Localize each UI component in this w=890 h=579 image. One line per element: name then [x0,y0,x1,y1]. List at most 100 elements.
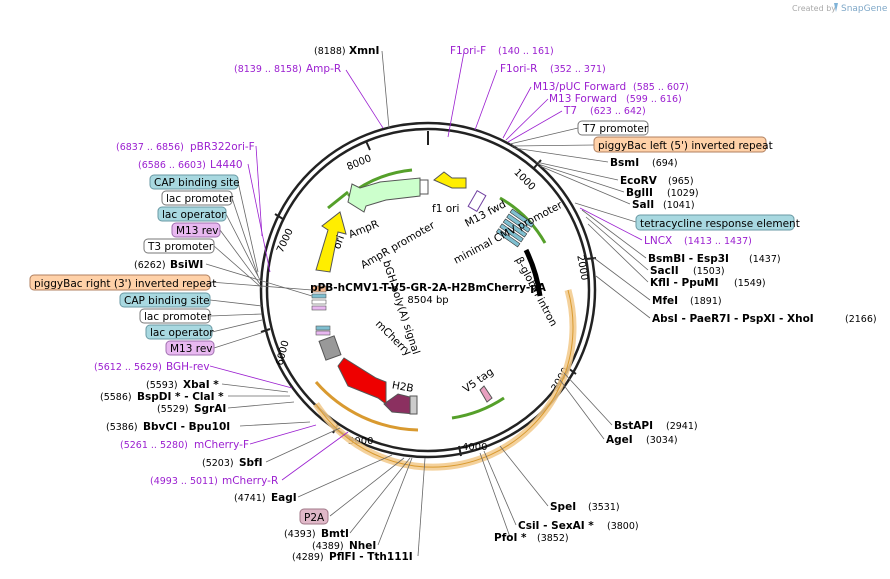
feature-f1ori-arrow [433,171,467,189]
label-f1ori-r-name: F1ori-R [500,63,537,75]
leader-xmni [381,50,390,129]
leader-m13fwd [505,98,549,141]
label-amp-r-num: (8139 .. 8158) [234,64,302,75]
tick-6000 [260,328,271,333]
brand-text: SnapGene [841,4,888,14]
label-bbvci-num: (5386) [106,422,138,433]
leader-eagi [297,454,393,498]
label-mcherry-r-num: (4993 .. 5011) [150,476,218,487]
label-lacop-1-box [157,206,227,222]
label-pflfi-name: PflFI - Tth111I [329,551,413,563]
feature-v5-tag [479,385,493,403]
leader-t3 [213,245,263,289]
label-bsmi-num: (694) [652,158,678,169]
annotation-labels: (8188) XmnI (8139 .. 8158) Amp-R F1ori-F… [29,45,877,563]
label-t7promoter-text: T7 promoter [582,123,649,135]
label-kfli-num: (1549) [734,278,766,289]
label-mfei-name: MfeI [652,295,678,307]
label-bglii-name: BglII [626,187,653,199]
label-lncx-num: (1413 .. 1437) [684,236,752,247]
label-lacprom-2-text: lac promoter [144,311,212,323]
leader-sgrai [227,401,295,409]
label-p2a-box [299,508,329,525]
leader-lacprom-1 [231,197,259,277]
label-csii-name: CsiI - SexAI * [518,520,594,532]
leader-m13rev-1 [219,229,261,285]
leader-pb-right [209,281,313,291]
label-mcherry-r-name: mCherry-R [222,475,278,487]
feature-label-min-cmv: minimal CMV promoter [452,199,565,267]
leader-mfei [593,257,651,301]
label-sacii-num: (1503) [693,266,725,277]
label-m13fwd-num: (599 .. 616) [626,94,682,105]
leader-lines [205,50,651,557]
tre-block-1 [509,208,535,228]
feature-tre-cluster [495,208,535,248]
leader-t7 [507,110,563,143]
leader-mcherry-f [249,424,317,445]
label-cap-2-text: CAP binding site [124,295,210,307]
label-lacop-2-text: lac operator [150,327,214,339]
tick-label-5000: 5000 [348,436,373,447]
label-bmti-name: BmtI [321,528,349,540]
leader-csii [483,450,517,526]
feature-lac-block-5 [315,330,331,336]
feature-bgh-polya-box [318,335,342,361]
label-pbr322-num: (6837 .. 6856) [116,142,184,153]
label-sgrai-num: (5529) [157,404,189,415]
label-eagi-num: (4741) [234,493,266,504]
label-pfoi-num: (3852) [537,533,569,544]
tre-block-4 [499,223,524,243]
backbone-outer-ring [259,121,597,459]
label-xbai-num: (5593) [146,380,178,391]
feature-lac-block-2 [311,299,327,305]
leader-bbvci [239,421,311,427]
leader-f1ori-f [447,51,465,138]
leader-kfli [587,223,649,283]
label-mcherry-f-name: mCherry-F [194,439,249,451]
label-bsmi-name: BsmI [610,157,639,169]
arrow-arc-m13 [499,196,547,244]
feature-lac-block-4 [315,325,331,331]
label-m13rev-2-text: M13 rev [170,343,213,355]
label-m13fwd-name: M13 Forward [549,93,617,105]
label-clai-name: BspDI * - ClaI * [137,391,224,403]
label-f1ori-r-num: (352 .. 371) [550,64,606,75]
label-amp-r-name: Amp-R [306,63,341,75]
label-sali-name: SalI [632,199,654,211]
label-pb-right-text: piggyBac right (3') inverted repeat [34,278,216,290]
feature-beta-globin-intron-bar [523,248,543,297]
label-t3-text: T3 promoter [147,241,214,253]
label-t3-box [143,238,215,254]
label-csii-num: (3800) [607,521,639,532]
label-sbfi-num: (5203) [202,458,234,469]
label-mcherry-f-num: (5261 .. 5280) [120,440,188,451]
feature-m13fwd-stripes [467,190,487,212]
backbone [259,121,597,459]
label-eagi-name: EagI [271,492,297,504]
label-agei-name: AgeI [606,434,633,446]
leader-bsmi [513,147,609,163]
tick-8000 [365,140,371,151]
tick-4000 [458,445,462,457]
label-m13rev-2-box [165,340,215,356]
label-ecorv-num: (965) [668,176,694,187]
leader-pflfi [417,457,426,557]
leader-amp-r [345,69,384,129]
label-xhoi-num: (2166) [845,314,877,325]
label-bsmbi-num: (1437) [749,254,781,265]
label-agei-num: (3034) [646,435,678,446]
leader-ecorv [535,161,619,181]
tick-1000 [533,159,542,169]
label-lncx-name: LNCX [644,235,672,247]
label-pb-left-text: piggyBac left (5') inverted repeat [598,140,773,152]
label-tre-box [635,214,795,231]
leader-tre [574,202,637,223]
label-t7-num: (623 .. 642) [590,106,646,117]
feature-ori-arrow [315,211,347,273]
feature-label-v5: V5 tag [461,366,496,396]
backbone-inner-ring [265,127,591,453]
label-lacop-2-box [145,324,213,340]
label-pbr322-name: pBR322ori-F [190,141,255,153]
